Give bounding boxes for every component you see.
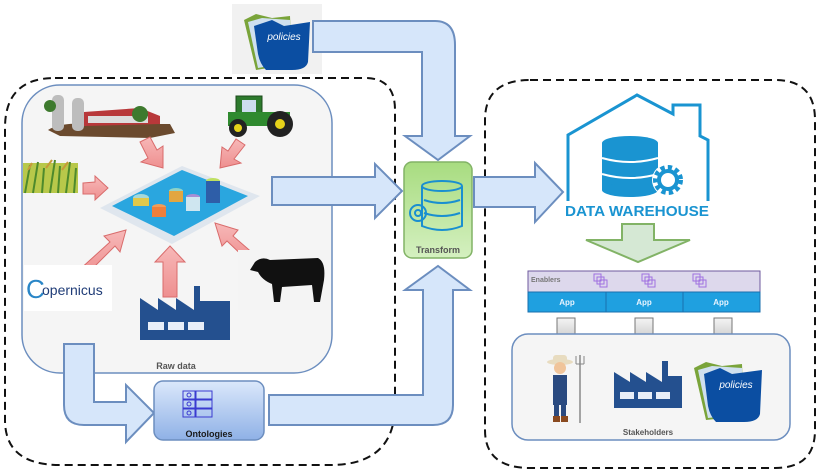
policies-source-icon: policies <box>232 4 322 74</box>
app-label-2: App <box>636 298 652 307</box>
tractor-to-platform-arrow <box>219 138 246 169</box>
ontologies-node[interactable]: Ontologies <box>153 380 265 441</box>
industry-icon <box>614 361 682 408</box>
farm-icon <box>44 95 175 138</box>
app-label-1: App <box>559 298 575 307</box>
source-region-dashed-border <box>4 77 396 466</box>
enablers-layer: Enablers <box>527 270 761 293</box>
warehouse-to-enablers-arrow <box>585 223 691 264</box>
data-platform-icon <box>100 166 260 244</box>
platform-to-transform-arrow <box>271 161 404 221</box>
ontology-table-icon <box>182 390 213 418</box>
svg-text:C: C <box>26 274 45 304</box>
output-region-dashed-border <box>484 79 816 469</box>
ontologies-label: Ontologies <box>186 429 233 439</box>
copernicus-logo: C opernicus <box>24 265 112 311</box>
crops-to-platform-arrow <box>82 174 109 202</box>
farmer-icon <box>547 355 585 423</box>
crops-icon <box>23 159 78 194</box>
svg-text:opernicus: opernicus <box>42 282 103 298</box>
ontologies-to-transform-arrow <box>268 264 473 426</box>
factory-icon <box>140 286 230 340</box>
cattle-icon <box>238 250 330 310</box>
tractor-icon <box>228 95 293 137</box>
enabler-icons <box>593 273 707 288</box>
enablers-label: Enablers <box>531 277 561 284</box>
raw-data-label: Raw data <box>156 361 197 371</box>
app-label-3: App <box>713 298 729 307</box>
transform-node[interactable]: Transform <box>403 161 473 259</box>
svg-text:policies: policies <box>266 32 300 43</box>
svg-text:policies: policies <box>718 380 752 391</box>
data-warehouse-icon <box>566 93 710 201</box>
policies-to-transform-arrow <box>312 20 473 162</box>
transform-label: Transform <box>416 245 460 255</box>
data-warehouse-label: DATA WAREHOUSE <box>565 203 709 220</box>
transform-database-gear-icon <box>409 180 463 231</box>
stakeholders-label: Stakeholders <box>623 428 674 437</box>
farm-to-platform-arrow <box>139 136 164 169</box>
transform-to-warehouse-arrow <box>473 160 565 225</box>
rawdata-to-ontologies-arrow <box>63 343 156 445</box>
policies-stakeholder-icon: policies <box>694 362 762 422</box>
app-block-3[interactable] <box>682 291 761 313</box>
apps-row: App App App <box>527 291 761 313</box>
factory-to-platform-arrow <box>153 245 187 298</box>
